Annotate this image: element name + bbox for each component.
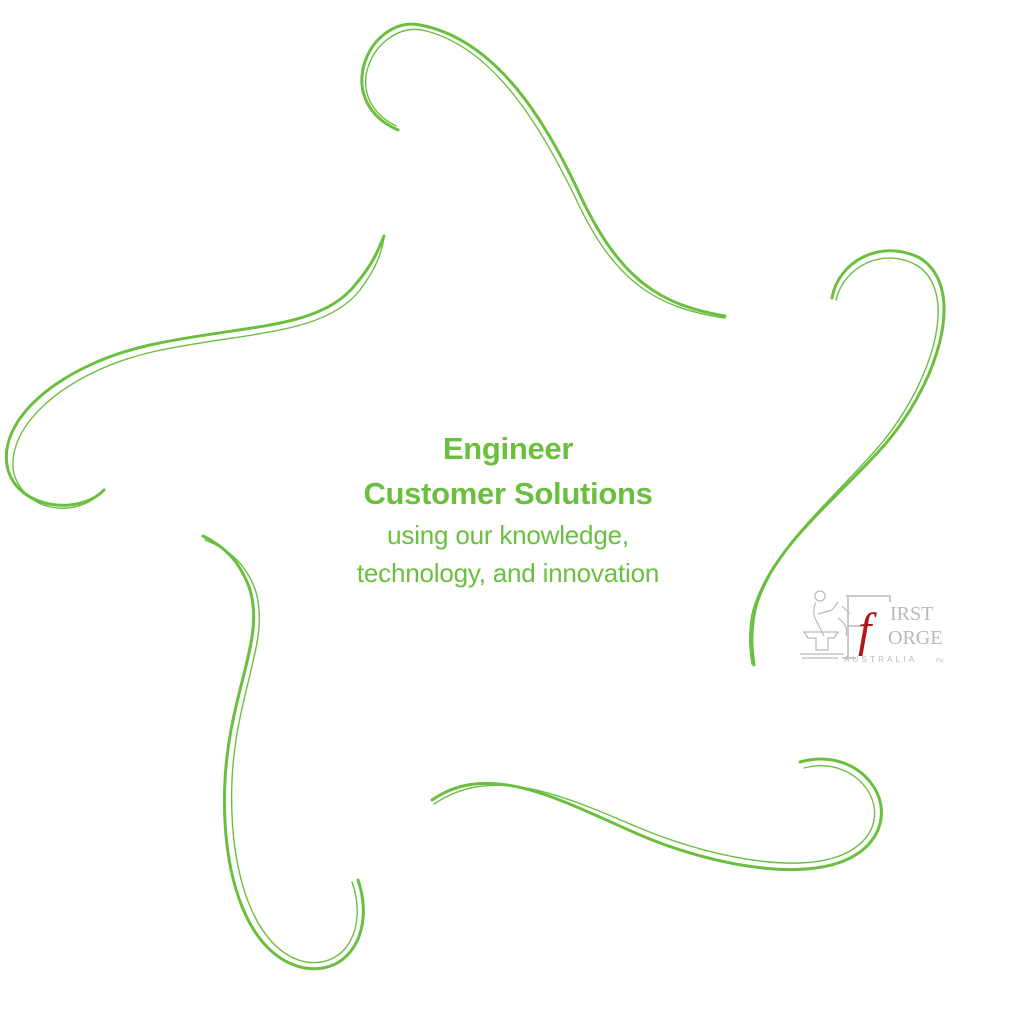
tagline-line-customer-solutions: Customer Solutions <box>363 476 653 511</box>
tagline-heading: Engineer Customer Solutions <box>258 426 758 516</box>
tagline-line-engineer: Engineer <box>442 431 574 466</box>
logo-word-irst: IRST <box>890 603 933 625</box>
logo-red-f: f <box>858 604 877 657</box>
swirl-bottom-left <box>201 534 365 971</box>
tagline-line-knowledge: using our knowledge, <box>387 520 629 550</box>
swirl-right <box>749 249 946 667</box>
logo-f-outline <box>842 595 891 659</box>
logo-suffix: Pty. <box>936 658 944 664</box>
swirl-bottom-right <box>430 757 883 872</box>
tagline-subheading: using our knowledge, technology, and inn… <box>258 516 758 592</box>
logo-word-orge: ORGE <box>888 627 942 649</box>
tagline-line-technology: technology, and innovation <box>356 558 660 588</box>
first-forge-logo: f IRST ORGE AUSTRALIA Pty. <box>800 590 944 664</box>
blacksmith-anvil-icon <box>800 590 851 659</box>
logo-word-australia: AUSTRALIA <box>844 655 917 664</box>
swirl-top <box>360 22 727 319</box>
tagline: Engineer Customer Solutions using our kn… <box>258 426 758 592</box>
swirl-left <box>4 234 386 509</box>
